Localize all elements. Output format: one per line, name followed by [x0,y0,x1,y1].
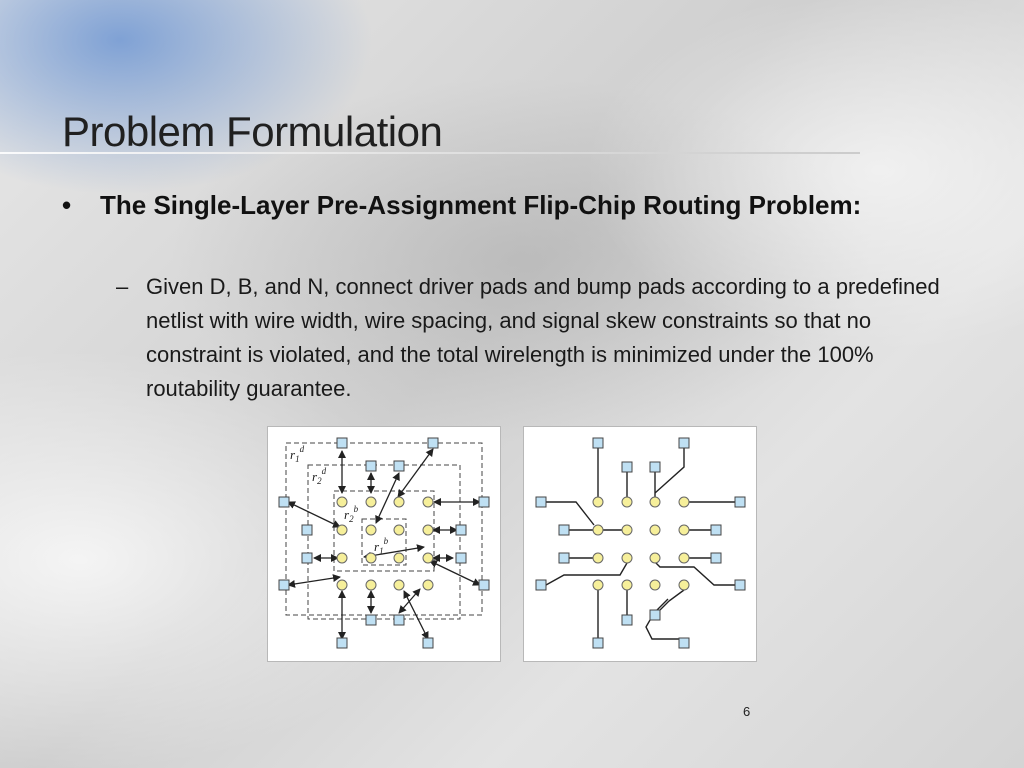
title-divider [0,152,860,154]
page-number: 6 [743,704,751,719]
routed-wires [545,447,736,640]
sub-bullet-text: Given D, B, and N, connect driver pads a… [146,274,940,401]
region-r1b [361,518,407,566]
figure-routing-result [523,426,757,662]
label-r2d: r2d [312,466,327,486]
region-r1d [285,442,483,616]
bullet-marker: • [62,190,72,220]
slide-title: Problem Formulation [62,108,443,155]
main-bullet-text: The Single-Layer Pre-Assignment Flip-Chi… [100,190,862,220]
region-r2b [333,490,435,572]
label-r1d: r1d [290,444,305,464]
driver-pads [535,437,746,649]
netlist-diagram: r1d r2d r2b r1b [278,437,490,649]
main-bullet: • The Single-Layer Pre-Assignment Flip-C… [62,186,882,225]
bump-balls [592,496,690,591]
bump-balls [336,496,434,591]
sub-bullet: – Given D, B, and N, connect driver pads… [116,270,956,406]
routing-diagram [535,437,746,649]
figure-netlist-assignment: r1d r2d r2b r1b [267,426,501,662]
driver-pads [278,437,490,649]
sub-bullet-marker: – [116,274,129,299]
region-r2d [307,464,461,620]
label-r2b: r2b [344,504,359,524]
